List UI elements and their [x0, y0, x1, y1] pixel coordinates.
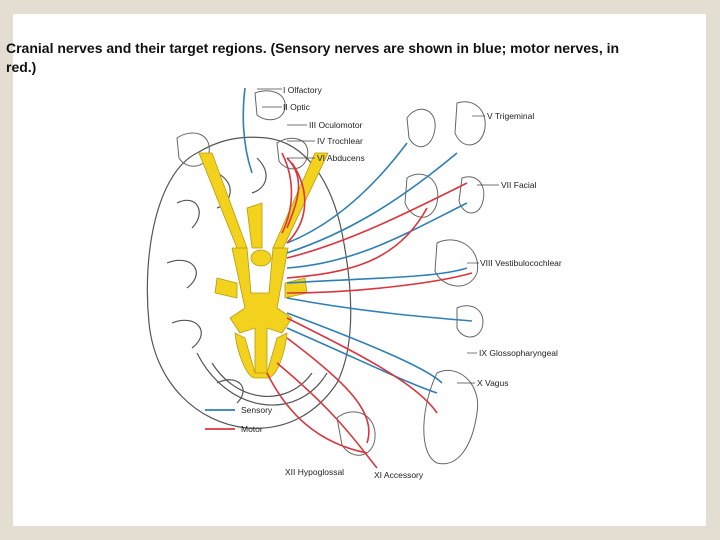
label-accessory: XI Accessory	[374, 470, 424, 480]
target-organ-illustrations	[176, 90, 486, 465]
label-hypoglossal: XII Hypoglossal	[285, 467, 344, 477]
label-trigeminal: V Trigeminal	[487, 111, 534, 121]
label-optic: II Optic	[283, 102, 311, 112]
sensory-nerves	[242, 87, 473, 394]
nerve-labels: I Olfactory II Optic III Oculomotor IV T…	[283, 85, 562, 480]
legend-motor-label: Motor	[241, 424, 263, 434]
motor-nerves	[266, 152, 473, 469]
legend: Sensory Motor	[205, 405, 273, 434]
brain-outline	[146, 136, 352, 429]
label-olfactory: I Olfactory	[283, 85, 322, 95]
cranial-nerves-diagram: I Olfactory II Optic III Oculomotor IV T…	[137, 83, 583, 481]
legend-sensory-label: Sensory	[241, 405, 273, 415]
label-facial: VII Facial	[501, 180, 537, 190]
label-glossopharyngeal: IX Glossopharyngeal	[479, 348, 558, 358]
label-leaders	[257, 88, 499, 384]
label-trochlear: IV Trochlear	[317, 136, 363, 146]
label-vagus: X Vagus	[477, 378, 509, 388]
label-abducens: VI Abducens	[317, 153, 365, 163]
label-vestibulocochlear: VIII Vestibulocochlear	[480, 258, 562, 268]
label-oculomotor: III Oculomotor	[309, 120, 363, 130]
figure-caption: Cranial nerves and their target regions.…	[6, 40, 620, 75]
